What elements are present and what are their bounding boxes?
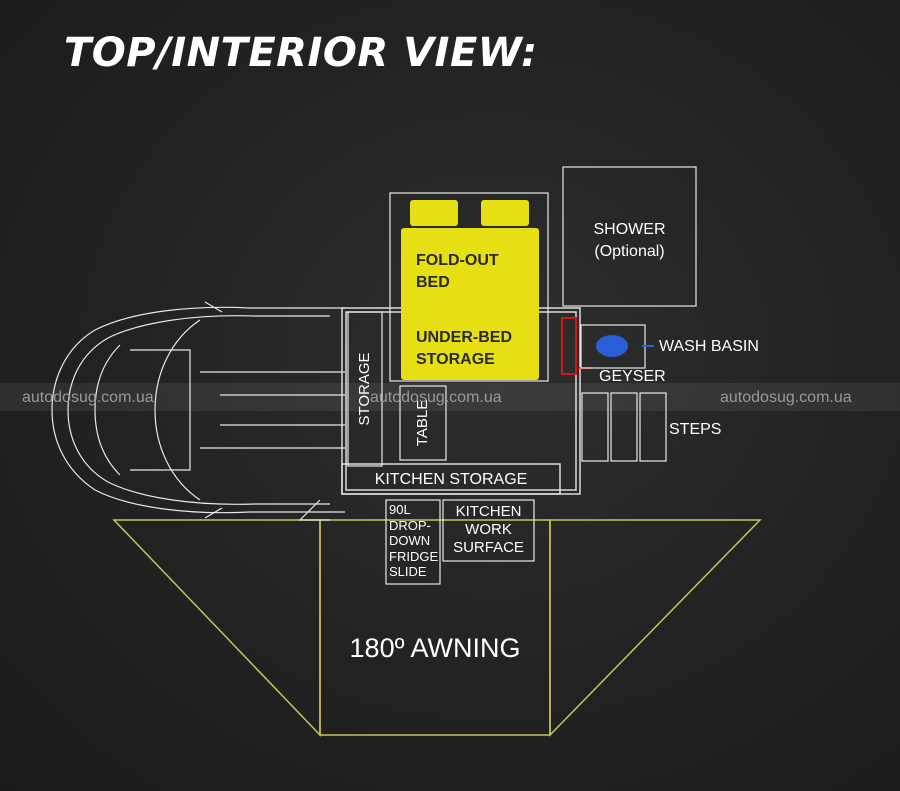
awning-area [112, 519, 762, 737]
kitchen-work-surface-box [442, 499, 535, 562]
fridge-slide-label: 90L DROP- DOWN FRIDGE SLIDE [389, 502, 439, 580]
pillow-right [481, 200, 529, 226]
page-title: TOP/INTERIOR VIEW: [64, 30, 538, 76]
fold-out-bed-label: FOLD-OUT BED [416, 252, 499, 291]
geyser-unit [561, 317, 577, 375]
table-box [399, 385, 447, 461]
watermark: autodosug.com.ua [370, 389, 502, 406]
kitchen-storage-box [341, 463, 561, 495]
fridge-slide-box [385, 499, 441, 585]
pillow-left [410, 200, 458, 226]
storage-box [347, 311, 383, 467]
wash-basin-label: WASH BASIN [659, 338, 759, 355]
awning-label: 180º AWNING [349, 633, 521, 663]
kitchen-storage-label: KITCHEN STORAGE [374, 471, 528, 488]
shower-label: SHOWER (Optional) [593, 221, 666, 261]
steps [581, 392, 667, 462]
fold-out-bed [401, 228, 539, 380]
watermark: autodosug.com.ua [720, 389, 852, 406]
bed-outline [389, 192, 549, 382]
wash-basin-bowl [596, 335, 628, 357]
van-front-outline [51, 301, 345, 521]
under-bed-storage-label: UNDER-BED STORAGE [416, 329, 512, 368]
geyser-label: GEYSER [599, 368, 666, 385]
kitchen-work-surface-label: KITCHEN WORK SURFACE [453, 503, 524, 556]
steps-label: STEPS [669, 421, 722, 438]
watermark-band [0, 383, 900, 411]
watermark: autodosug.com.ua [22, 389, 154, 406]
shower-box [562, 166, 697, 307]
